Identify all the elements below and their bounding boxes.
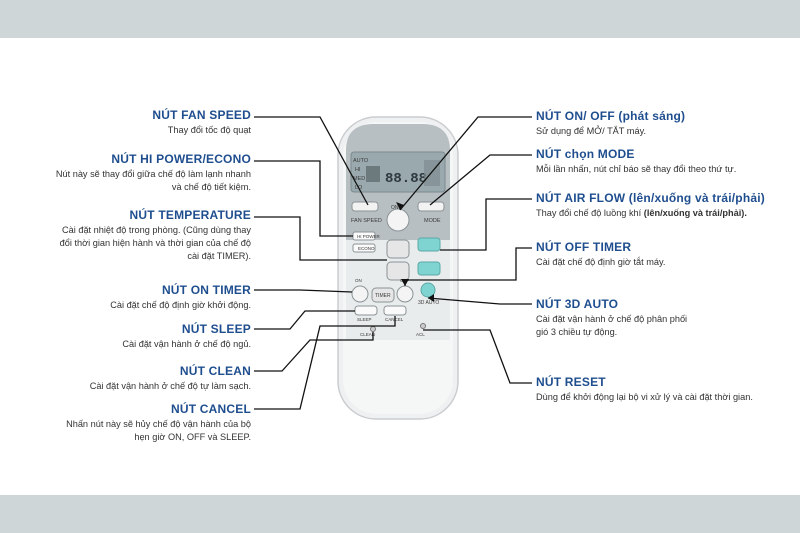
off-timer-title: NÚT OFF TIMER <box>536 240 632 254</box>
econo-button[interactable] <box>352 243 376 253</box>
on-off-label: ON <box>391 205 399 211</box>
line-reset <box>423 329 532 384</box>
clean-desc: Cài đặt vận hành ở chế độ tự làm sạch. <box>89 381 251 391</box>
label-3d-auto: NÚT 3D AUTO Cài đặt vận hành ở chế độ ph… <box>536 297 687 339</box>
on-off-title: NÚT ON/ OFF (phát sáng) <box>536 109 686 123</box>
cancel-title: NÚT CANCEL <box>171 402 251 416</box>
label-mode: NÚT chọn MODE Mỗi lần nhấn, nút chỉ báo … <box>536 147 736 176</box>
label-sleep: NÚT SLEEP Cài đặt vận hành ở chế độ ngủ. <box>122 322 251 351</box>
3d-auto-desc-2: gió 3 chiều tự động. <box>536 327 618 337</box>
timer-label: TIMER <box>375 293 391 299</box>
off-timer-desc: Cài đặt chế độ định giờ tắt máy. <box>536 257 666 267</box>
on-small-label: ON <box>355 278 362 283</box>
temperature-desc-2: đổi thời gian hiện hành và thời gian của… <box>59 238 251 248</box>
temperature-desc-3: cài đặt TIMER). <box>187 251 251 261</box>
label-off-timer: NÚT OFF TIMER Cài đặt chế độ định giờ tắ… <box>536 240 665 269</box>
line-on-off <box>399 116 532 211</box>
fan-speed-desc: Thay đổi tốc độ quạt <box>167 125 251 135</box>
line-hi-power <box>254 160 353 237</box>
fan-speed-label: FAN SPEED <box>351 218 382 224</box>
airflow-leftright-button[interactable] <box>417 261 441 276</box>
label-cancel: NÚT CANCEL Nhấn nút này sẽ hủy chế độ vậ… <box>66 402 251 444</box>
top-band <box>0 0 800 38</box>
cancel-button[interactable] <box>383 305 407 316</box>
label-fan-speed: NÚT FAN SPEED Thay đổi tốc độ quạt <box>152 108 251 137</box>
hi-power-desc-2: và chế độ tiết kiệm. <box>171 182 251 192</box>
on-off-desc: Sử dụng để MỞ/ TẮT máy. <box>536 126 647 136</box>
arrow-off-timer <box>401 279 409 286</box>
label-air-flow: NÚT AIR FLOW (lên/xuống và trái/phải) Th… <box>536 191 765 220</box>
line-3d-auto <box>427 297 532 305</box>
sleep-label: SLEEP <box>357 317 372 322</box>
3d-auto-button[interactable] <box>420 282 436 298</box>
mode-label: MODE <box>424 218 441 224</box>
line-fan-speed <box>254 116 369 206</box>
temperature-desc-1: Cài đặt nhiệt độ trong phòng. (Cũng dùng… <box>62 225 251 235</box>
lcd-digits: 88.88 <box>385 171 427 187</box>
3d-auto-label: 3D AUTO <box>418 300 439 306</box>
sleep-title: NÚT SLEEP <box>181 322 251 336</box>
reset-title: NÚT RESET <box>536 375 606 389</box>
on-timer-desc: Cài đặt chế độ định giờ khởi động. <box>110 300 251 310</box>
callout-arrowheads <box>396 202 434 302</box>
line-cancel <box>254 316 396 410</box>
cancel-desc-1: Nhấn nút này sẽ hủy chế độ vận hành của … <box>66 419 251 429</box>
remote-control: AUTO HI MED LO 88.88 FAN SPEED ON MODE H… <box>337 116 459 420</box>
fan-speed-button[interactable] <box>351 201 379 212</box>
bottom-band <box>0 495 800 533</box>
on-timer-title: NÚT ON TIMER <box>161 283 251 297</box>
hi-power-desc-1: Nút này sẽ thay đổi giữa chế độ làm lạnh… <box>55 169 251 179</box>
air-flow-desc: Thay đổi chế độ luồng khí (lên/xuống và … <box>536 207 765 220</box>
label-reset: NÚT RESET Dùng để khởi động lại bộ vi xử… <box>536 375 753 404</box>
air-flow-desc-bold: (lên/xuống và trái/phải). <box>643 208 747 218</box>
line-temperature <box>254 216 387 261</box>
fan-speed-title: NÚT FAN SPEED <box>152 108 251 122</box>
sleep-button[interactable] <box>354 305 378 316</box>
clean-title: NÚT CLEAN <box>179 364 251 378</box>
line-sleep <box>254 310 355 330</box>
label-hi-power: NÚT HI POWER/ECONO Nút này sẽ thay đổi g… <box>56 152 251 194</box>
hi-power-title: NÚT HI POWER/ECONO <box>111 152 251 166</box>
reset-desc: Dùng để khởi động lại bộ vi xử lý và cài… <box>536 392 753 402</box>
reset-button[interactable] <box>420 323 426 329</box>
temp-down-button[interactable] <box>386 261 410 281</box>
on-off-button[interactable] <box>386 208 410 232</box>
3d-auto-desc-1: Cài đặt vận hành ở chế độ phân phối <box>536 314 688 324</box>
mode-desc: Mỗi lần nhấn, nút chỉ báo sẽ thay đổi th… <box>536 164 737 174</box>
3d-auto-title: NÚT 3D AUTO <box>536 297 619 311</box>
timer-off-button[interactable] <box>396 285 414 303</box>
arrow-3d-auto <box>428 294 434 302</box>
arrow-on-off <box>396 202 404 210</box>
callout-lines <box>254 116 532 410</box>
label-temperature: NÚT TEMPERATURE Cài đặt nhiệt độ trong p… <box>60 208 251 263</box>
lcd-med-label: MED <box>353 176 365 182</box>
lcd-hi-label: HI <box>355 167 361 173</box>
line-clean <box>254 332 374 372</box>
label-clean: NÚT CLEAN Cài đặt vận hành ở chế độ tự l… <box>90 364 251 393</box>
acl-label: ACL <box>416 332 425 337</box>
temperature-title: NÚT TEMPERATURE <box>129 208 251 222</box>
lcd-auto-label: AUTO <box>353 158 369 164</box>
mode-button[interactable] <box>417 201 445 212</box>
timer-button[interactable] <box>371 287 395 303</box>
mode-title: NÚT chọn MODE <box>536 147 635 161</box>
line-mode <box>429 154 532 206</box>
sleep-desc: Cài đặt vận hành ở chế độ ngủ. <box>122 339 251 349</box>
clean-button[interactable] <box>370 326 376 332</box>
clean-label: CLEAN <box>360 332 375 337</box>
line-air-flow <box>440 198 532 251</box>
timer-on-button[interactable] <box>351 285 369 303</box>
air-flow-desc-prefix: Thay đổi chế độ luồng khí <box>536 208 644 218</box>
cancel-desc-2: hẹn giờ ON, OFF và SLEEP. <box>134 432 251 442</box>
label-on-timer: NÚT ON TIMER Cài đặt chế độ định giờ khở… <box>110 283 251 312</box>
econo-label: ECONO <box>358 246 375 251</box>
air-flow-title: NÚT AIR FLOW (lên/xuống và trái/phải) <box>536 191 765 205</box>
airflow-updown-button[interactable] <box>417 237 441 252</box>
temp-up-button[interactable] <box>386 239 410 259</box>
label-on-off: NÚT ON/ OFF (phát sáng) Sử dụng để MỞ/ T… <box>536 109 685 138</box>
line-on-timer <box>254 289 353 293</box>
hi-power-label: HI POWER <box>357 234 381 239</box>
